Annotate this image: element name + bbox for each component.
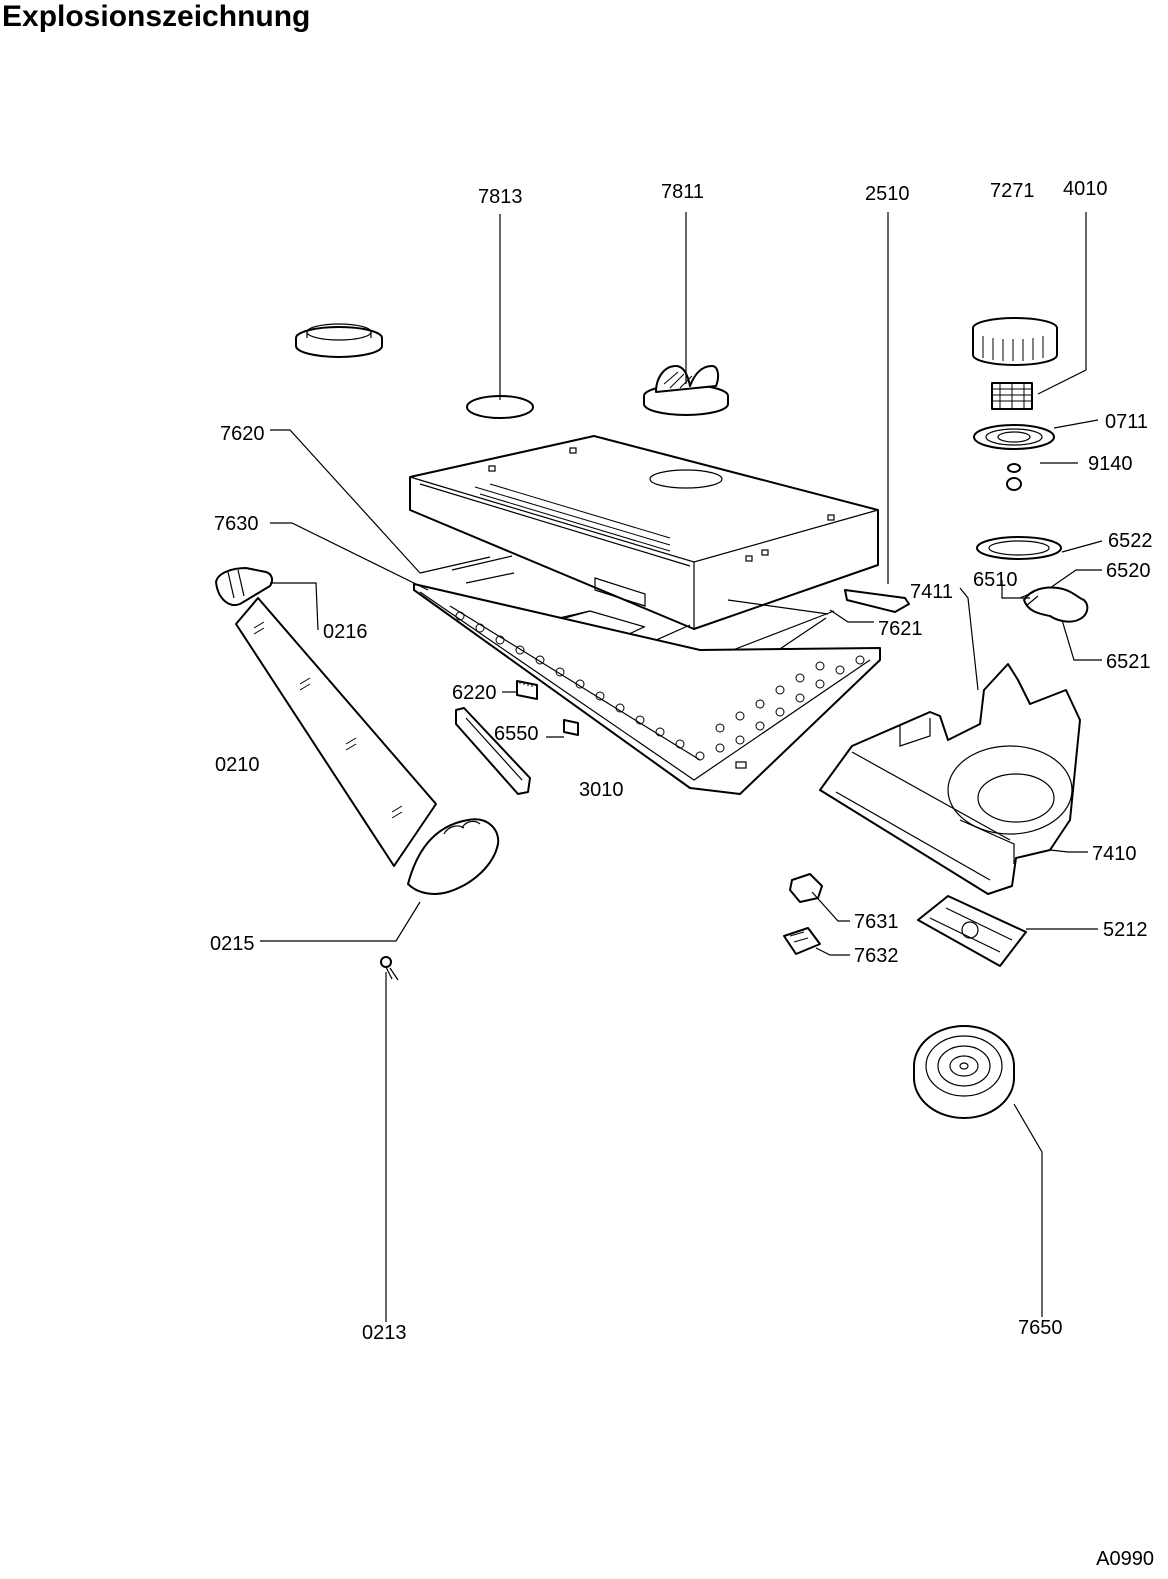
label-6510: 6510 [973,569,1018,591]
side-cap-0216-drawing [215,567,274,606]
label-0210: 0210 [215,754,260,776]
label-6520: 6520 [1106,560,1151,582]
label-7620: 7620 [220,423,265,445]
label-7410: 7410 [1092,843,1137,865]
label-7632: 7632 [854,945,899,967]
carbon-filter-7650-drawing [913,1025,1015,1119]
label-0216: 0216 [323,621,368,643]
document-code: A0990 [1096,1548,1154,1570]
label-3010: 3010 [579,779,624,801]
label-4010: 4010 [1063,178,1108,200]
label-6550: 6550 [494,723,539,745]
label-7271: 7271 [990,180,1035,202]
part-labels: 7813 7811 2510 7271 4010 0711 9140 7620 … [210,178,1153,1344]
label-7631: 7631 [854,911,899,933]
label-0215: 0215 [210,933,255,955]
label-7630: 7630 [214,513,259,535]
label-7813: 7813 [478,186,523,208]
label-0711: 0711 [1105,411,1148,433]
label-7411: 7411 [910,581,953,603]
filter-clip-5212-drawing [917,895,1027,967]
label-5212: 5212 [1103,919,1148,941]
side-cap-0215-drawing [407,818,500,895]
glass-panel-0210-drawing [235,597,437,867]
label-6521: 6521 [1106,651,1151,673]
clips-drawing [783,873,823,955]
grease-tray-drawing [413,583,881,795]
label-7650: 7650 [1018,1317,1063,1339]
blower-housing-drawing [819,663,1081,895]
label-6522: 6522 [1108,530,1153,552]
label-0213: 0213 [362,1322,407,1344]
label-2510: 2510 [865,183,910,205]
switch-parts-drawing [455,680,579,795]
lamp-parts-drawing [976,536,1089,623]
label-7621: 7621 [878,618,923,640]
adapter-7811-drawing [643,365,729,416]
page-title: Explosionszeichnung [2,0,311,33]
ring-cover-drawing [295,323,383,358]
motor-stack-drawing [972,317,1058,491]
label-9140: 9140 [1088,453,1133,475]
screw-0213-drawing [380,956,399,981]
label-7811: 7811 [661,181,704,203]
hood-body-drawing [409,435,910,630]
leader-lines [260,212,1103,1322]
label-6220: 6220 [452,682,497,704]
